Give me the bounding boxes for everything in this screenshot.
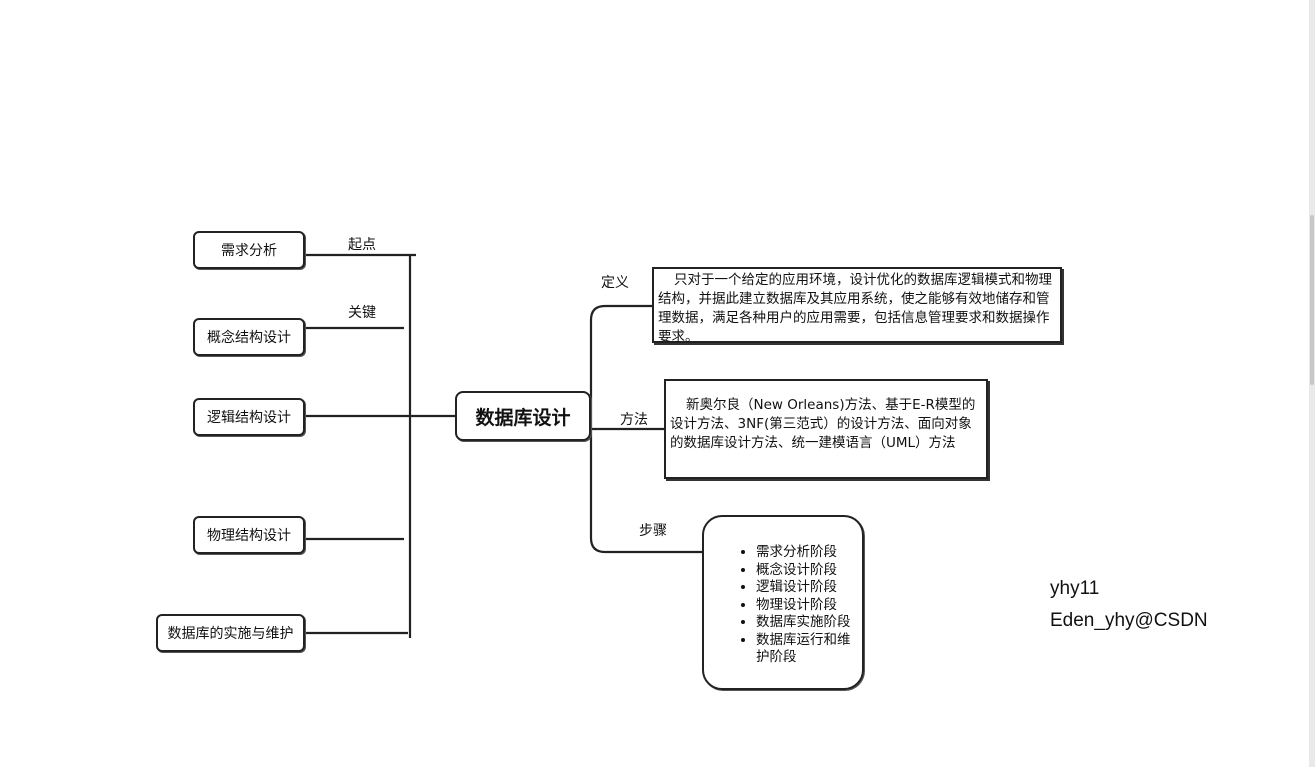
node-logical-design: 逻辑结构设计 xyxy=(193,398,305,436)
center-node: 数据库设计 xyxy=(455,391,591,441)
label-steps: 步骤 xyxy=(639,523,667,539)
node-physical-design: 物理结构设计 xyxy=(193,516,305,554)
step-item: 需求分析阶段 xyxy=(756,544,856,562)
steps-list: 需求分析阶段概念设计阶段逻辑设计阶段物理设计阶段数据库实施阶段数据库运行和维护阶… xyxy=(704,544,856,667)
steps-box: 需求分析阶段概念设计阶段逻辑设计阶段物理设计阶段数据库实施阶段数据库运行和维护阶… xyxy=(702,515,864,690)
label-key: 关键 xyxy=(348,305,376,321)
method-text: 新奥尔良（New Orleans)方法、基于E-R模型的设计方法、3NF(第三范… xyxy=(670,397,976,451)
method-box: 新奥尔良（New Orleans)方法、基于E-R模型的设计方法、3NF(第三范… xyxy=(664,379,988,479)
node-requirements-analysis: 需求分析 xyxy=(193,231,305,269)
watermark-source: Eden_yhy@CSDN xyxy=(1050,610,1208,631)
node-conceptual-design: 概念结构设计 xyxy=(193,318,305,356)
step-item: 物理设计阶段 xyxy=(756,597,856,615)
node-implementation-maintenance: 数据库的实施与维护 xyxy=(156,614,305,652)
label-definition: 定义 xyxy=(601,275,629,291)
step-item: 逻辑设计阶段 xyxy=(756,579,856,597)
label-start: 起点 xyxy=(348,237,376,253)
step-item: 数据库运行和维护阶段 xyxy=(756,632,856,667)
step-item: 概念设计阶段 xyxy=(756,562,856,580)
label-method: 方法 xyxy=(620,412,648,428)
scrollbar-thumb[interactable] xyxy=(1310,215,1314,385)
definition-text: 只对于一个给定的应用环境，设计优化的数据库逻辑模式和物理结构，并据此建立数据库及… xyxy=(658,272,1052,345)
watermark-user: yhy11 xyxy=(1050,578,1100,599)
step-item: 数据库实施阶段 xyxy=(756,614,856,632)
definition-box: 只对于一个给定的应用环境，设计优化的数据库逻辑模式和物理结构，并据此建立数据库及… xyxy=(652,267,1062,345)
